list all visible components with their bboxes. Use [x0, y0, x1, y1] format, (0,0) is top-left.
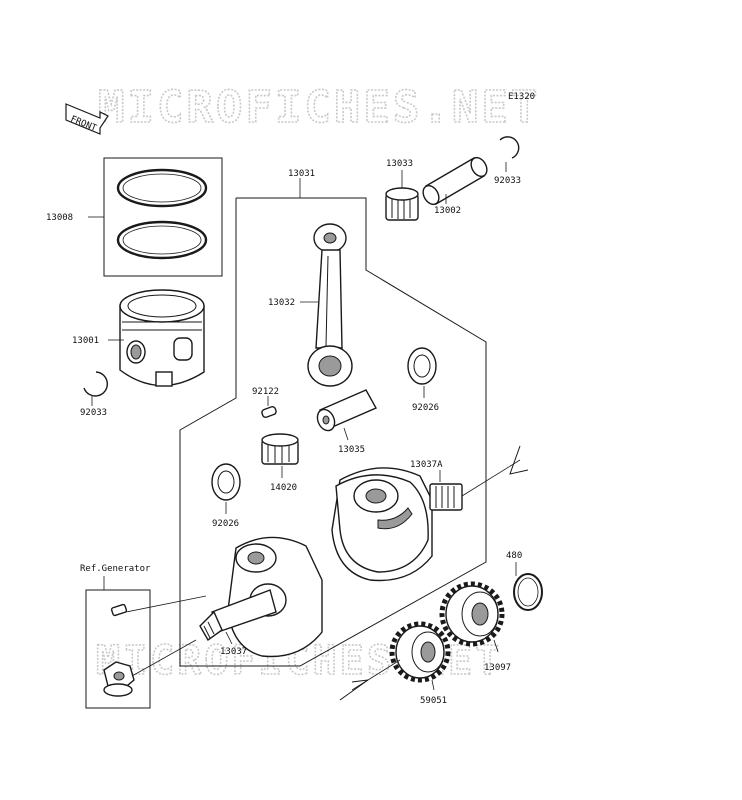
label-13032: 13032 [268, 298, 295, 308]
needle-bearing-lower [261, 433, 299, 465]
watermark-top: MICROFICHES.NET [98, 82, 540, 133]
crank-pin [316, 389, 377, 432]
thrust-washer-right [407, 347, 437, 385]
label-13033: 13033 [386, 159, 413, 169]
piston-pin [422, 156, 488, 206]
label-13031: 13031 [288, 169, 315, 179]
piston-ring-lower [116, 220, 208, 260]
label-13008: 13008 [46, 213, 73, 223]
label-92026-left: 92026 [212, 519, 239, 529]
label-13037: 13037 [220, 647, 247, 657]
assembly-boundary [179, 197, 487, 667]
crank-half-left [199, 536, 323, 658]
circlip-right [499, 136, 520, 159]
circlip-left [83, 371, 108, 397]
connecting-rod [307, 223, 353, 387]
flange-nut [103, 661, 135, 697]
label-92026-right: 92026 [412, 403, 439, 413]
gear-59051 [389, 621, 451, 683]
label-480: 480 [506, 551, 522, 561]
label-13037A: 13037A [410, 460, 443, 470]
label-13035: 13035 [338, 445, 365, 455]
ref-generator-label: Ref.Generator [80, 564, 151, 574]
needle-bearing-upper [385, 187, 419, 221]
label-13001: 13001 [72, 336, 99, 346]
label-92122: 92122 [252, 387, 279, 397]
label-13097: 13097 [484, 663, 511, 673]
label-14020: 14020 [270, 483, 297, 493]
diagram-code: E1320 [508, 92, 535, 102]
dowel-pin [261, 405, 277, 419]
woodruff-key [110, 603, 128, 617]
label-13002: 13002 [434, 206, 461, 216]
label-59051: 59051 [420, 696, 447, 706]
piston [119, 289, 205, 387]
gear-13097 [439, 581, 505, 647]
piston-ring-upper [116, 168, 208, 208]
label-92033-right: 92033 [494, 176, 521, 186]
snap-ring-480 [513, 573, 543, 611]
crank-half-right [331, 467, 463, 582]
label-92033-left: 92033 [80, 408, 107, 418]
thrust-washer-left [211, 463, 241, 501]
ref-generator-box [85, 589, 151, 709]
